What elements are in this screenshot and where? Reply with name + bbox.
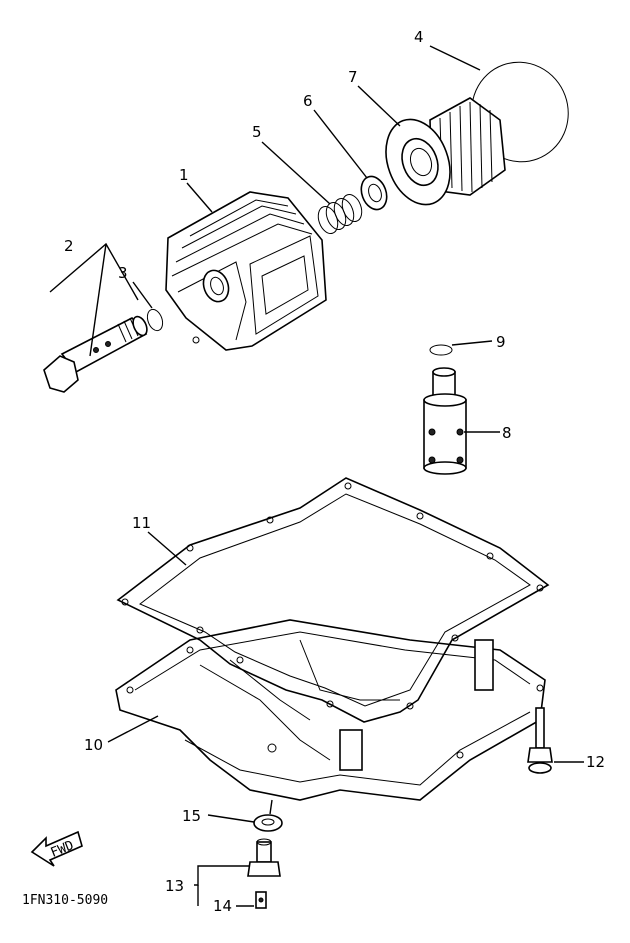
part-11-gasket: [116, 477, 550, 723]
callout-14: 14: [213, 897, 232, 915]
part-15-washer: [253, 814, 283, 832]
callout-10: 10: [84, 736, 103, 754]
part-13-drain-bolt: [247, 838, 281, 877]
callout-4: 4: [414, 28, 424, 46]
part-9-o-ring: [429, 344, 453, 356]
part-10-oil-pan: [115, 619, 546, 801]
part-2-union-bolt: [43, 315, 148, 393]
callout-12: 12: [586, 753, 605, 771]
part-5-spring: [317, 193, 363, 235]
callout-9: 9: [496, 333, 506, 351]
callout-3: 3: [118, 264, 128, 282]
callout-13: 13: [165, 877, 184, 895]
part-14-screw: [255, 891, 267, 909]
drawing-code: 1FN310-5090: [22, 893, 108, 908]
callout-11: 11: [132, 514, 151, 532]
callout-6: 6: [303, 92, 313, 110]
part-8-oil-pipe: [423, 367, 467, 475]
part-1-filter-cover: [165, 191, 327, 351]
forward-arrow-icon: FWD: [30, 830, 83, 867]
callout-1: 1: [179, 166, 189, 184]
callout-8: 8: [502, 424, 512, 442]
callout-2: 2: [64, 237, 74, 255]
part-7-oil-filter: [385, 97, 506, 206]
callout-7: 7: [348, 68, 358, 86]
part-12-bolt: [527, 707, 553, 774]
callout-15: 15: [182, 807, 201, 825]
part-3-o-ring: [146, 308, 164, 332]
leader-lines: [49, 45, 584, 907]
part-6-washer: [360, 175, 388, 211]
callout-labels: 1 2 3 4 5 6 7 8 9 10 11 12 13 14 15: [64, 28, 605, 915]
callout-5: 5: [252, 123, 262, 141]
